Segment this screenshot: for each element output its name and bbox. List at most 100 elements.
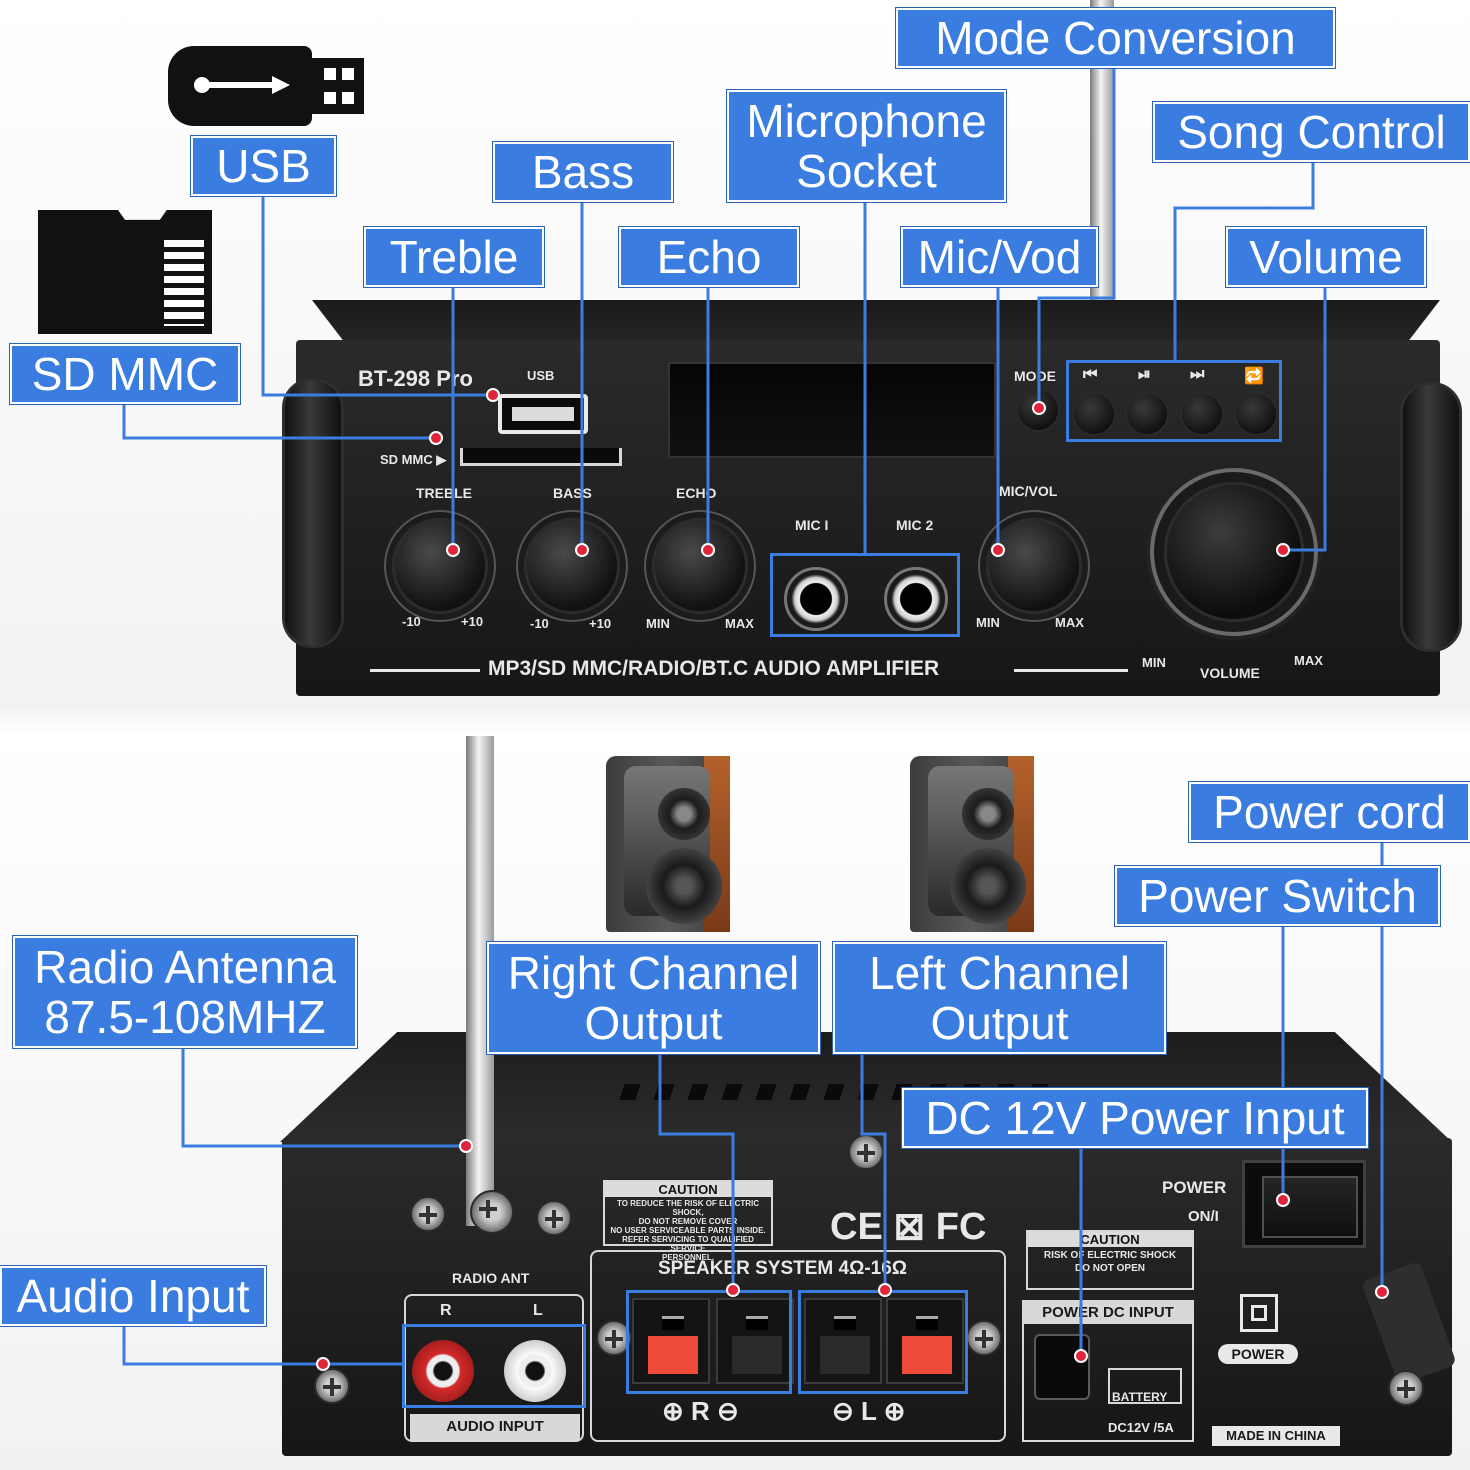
amplifier-top-lid xyxy=(312,300,1440,344)
treble-label: TREBLE xyxy=(416,485,472,501)
rear-screw-1 xyxy=(410,1196,446,1232)
callout-microphone-socket-line2: Socket xyxy=(796,145,937,197)
echo-max-label: MAX xyxy=(725,616,754,631)
power-on-label: ON/I xyxy=(1188,1208,1219,1225)
left-minus-terminal[interactable] xyxy=(804,1298,882,1384)
callout-left-channel-output: Left Channel Output xyxy=(833,942,1166,1054)
bass-knob[interactable] xyxy=(524,518,620,614)
pin-antenna xyxy=(459,1139,473,1153)
mic-vol-label: MIC/VOL xyxy=(999,483,1058,499)
callout-microphone-socket-line1: Microphone xyxy=(746,95,987,147)
repeat-button[interactable] xyxy=(1234,392,1278,436)
play-pause-button[interactable] xyxy=(1125,392,1169,436)
audio-input-outline xyxy=(402,1324,586,1408)
left-plus-terminal[interactable] xyxy=(886,1298,964,1384)
right-minus-terminal[interactable] xyxy=(716,1298,794,1384)
caution-title: CAUTION xyxy=(605,1182,771,1197)
callout-usb: USB xyxy=(191,136,336,196)
rear-screw-7 xyxy=(848,1134,884,1170)
callout-radio-antenna: Radio Antenna 87.5-108MHZ xyxy=(13,936,357,1048)
callout-sd-mmc: SD MMC xyxy=(10,344,240,404)
battery-label: BATTERY xyxy=(1112,1390,1168,1404)
led-display xyxy=(668,362,996,458)
amplifier-banner: MP3/SD MMC/RADIO/BT.C AUDIO AMPLIFIER xyxy=(488,657,940,680)
treble-knob[interactable] xyxy=(392,518,488,614)
treble-min-label: -10 xyxy=(402,614,421,629)
mic-vol-max-label: MAX xyxy=(1055,615,1084,630)
callout-radio-antenna-line2: 87.5-108MHZ xyxy=(44,991,326,1043)
dc-rating-label: DC12V /5A xyxy=(1108,1420,1174,1435)
echo-label: ECHO xyxy=(676,485,717,501)
sd-slot-label: SD MMC ▶ xyxy=(380,452,447,467)
usb-port[interactable] xyxy=(498,394,588,434)
certification-marks: CE ⊠ FC xyxy=(830,1206,987,1248)
pin-mic-vol xyxy=(991,543,1005,557)
next-icon: ⏭ xyxy=(1190,366,1205,383)
pin-power-cord xyxy=(1375,1285,1389,1299)
usb-drive-icon xyxy=(168,46,364,126)
power-square-icon xyxy=(1240,1294,1278,1332)
callout-right-channel-line1: Right Channel xyxy=(507,947,800,999)
mic1-jack[interactable] xyxy=(784,567,848,631)
callout-power-cord: Power cord xyxy=(1189,782,1470,842)
right-channel-outline xyxy=(626,1290,792,1394)
mic2-jack[interactable] xyxy=(884,567,948,631)
pin-right-channel xyxy=(726,1283,740,1297)
pin-volume xyxy=(1276,543,1290,557)
mic-vol-min-label: MIN xyxy=(976,615,1000,630)
pin-usb xyxy=(486,388,500,402)
next-button[interactable] xyxy=(1180,392,1224,436)
banner-rule-right xyxy=(1014,669,1128,672)
sd-card-icon xyxy=(38,210,212,334)
pin-bass xyxy=(575,543,589,557)
dc-barrel-jack[interactable] xyxy=(1034,1334,1090,1400)
volume-max-label: MAX xyxy=(1294,653,1323,668)
play-pause-icon: ⏯ xyxy=(1138,366,1151,383)
repeat-icon: 🔁 xyxy=(1244,368,1264,385)
pin-left-channel xyxy=(878,1283,892,1297)
left-handle xyxy=(282,378,344,648)
terminal-r-polarity: ⊕ R ⊖ xyxy=(662,1396,739,1426)
callout-mic-vod: Mic/Vod xyxy=(901,227,1098,287)
terminal-l-polarity: ⊖ L ⊕ xyxy=(832,1396,906,1426)
callout-radio-antenna-line1: Radio Antenna xyxy=(34,941,336,993)
callout-bass: Bass xyxy=(493,142,673,202)
callout-right-channel-line2: Output xyxy=(584,997,723,1049)
rear-screw-6 xyxy=(1388,1370,1424,1406)
callout-treble: Treble xyxy=(364,227,544,287)
right-speaker-icon xyxy=(606,756,730,932)
pin-echo xyxy=(701,543,715,557)
sd-card-slot[interactable] xyxy=(460,448,622,466)
pin-treble xyxy=(446,543,460,557)
mic2-label: MIC 2 xyxy=(896,517,934,533)
callout-volume: Volume xyxy=(1226,227,1426,287)
treble-max-label: +10 xyxy=(461,614,484,629)
power-switch[interactable] xyxy=(1262,1176,1358,1238)
rca-right-input[interactable] xyxy=(412,1340,474,1402)
mode-label: MODE xyxy=(1014,368,1056,384)
radio-ant-label: RADIO ANT xyxy=(452,1270,530,1286)
power-badge: POWER xyxy=(1218,1344,1298,1364)
power-dc-input-label: POWER DC INPUT xyxy=(1024,1302,1192,1324)
mic-volume-knob[interactable] xyxy=(986,518,1082,614)
volume-label: VOLUME xyxy=(1200,665,1260,681)
speaker-system-plate xyxy=(590,1250,1006,1442)
pin-power-switch xyxy=(1276,1193,1290,1207)
power-dc-plate xyxy=(1022,1300,1194,1442)
callout-mode-conversion: Mode Conversion xyxy=(896,8,1335,68)
mic-sockets-outline xyxy=(770,553,960,637)
left-speaker-icon xyxy=(910,756,1034,932)
speaker-system-label: SPEAKER SYSTEM 4Ω-16Ω xyxy=(658,1258,908,1279)
pin-sd xyxy=(429,431,443,445)
right-plus-terminal[interactable] xyxy=(632,1298,710,1384)
song-buttons-outline xyxy=(1066,360,1282,442)
power-caution-text: RISK OF ELECTRIC SHOCK DO NOT OPEN xyxy=(1043,1250,1177,1274)
pin-audio-input xyxy=(316,1357,330,1371)
model-name: BT-298 Pro xyxy=(358,366,473,391)
power-caution-title: CAUTION xyxy=(1028,1232,1192,1247)
echo-knob[interactable] xyxy=(652,518,748,614)
callout-audio-input: Audio Input xyxy=(0,1266,266,1326)
bass-max-label: +10 xyxy=(589,616,612,631)
rca-left-input[interactable] xyxy=(504,1340,566,1402)
